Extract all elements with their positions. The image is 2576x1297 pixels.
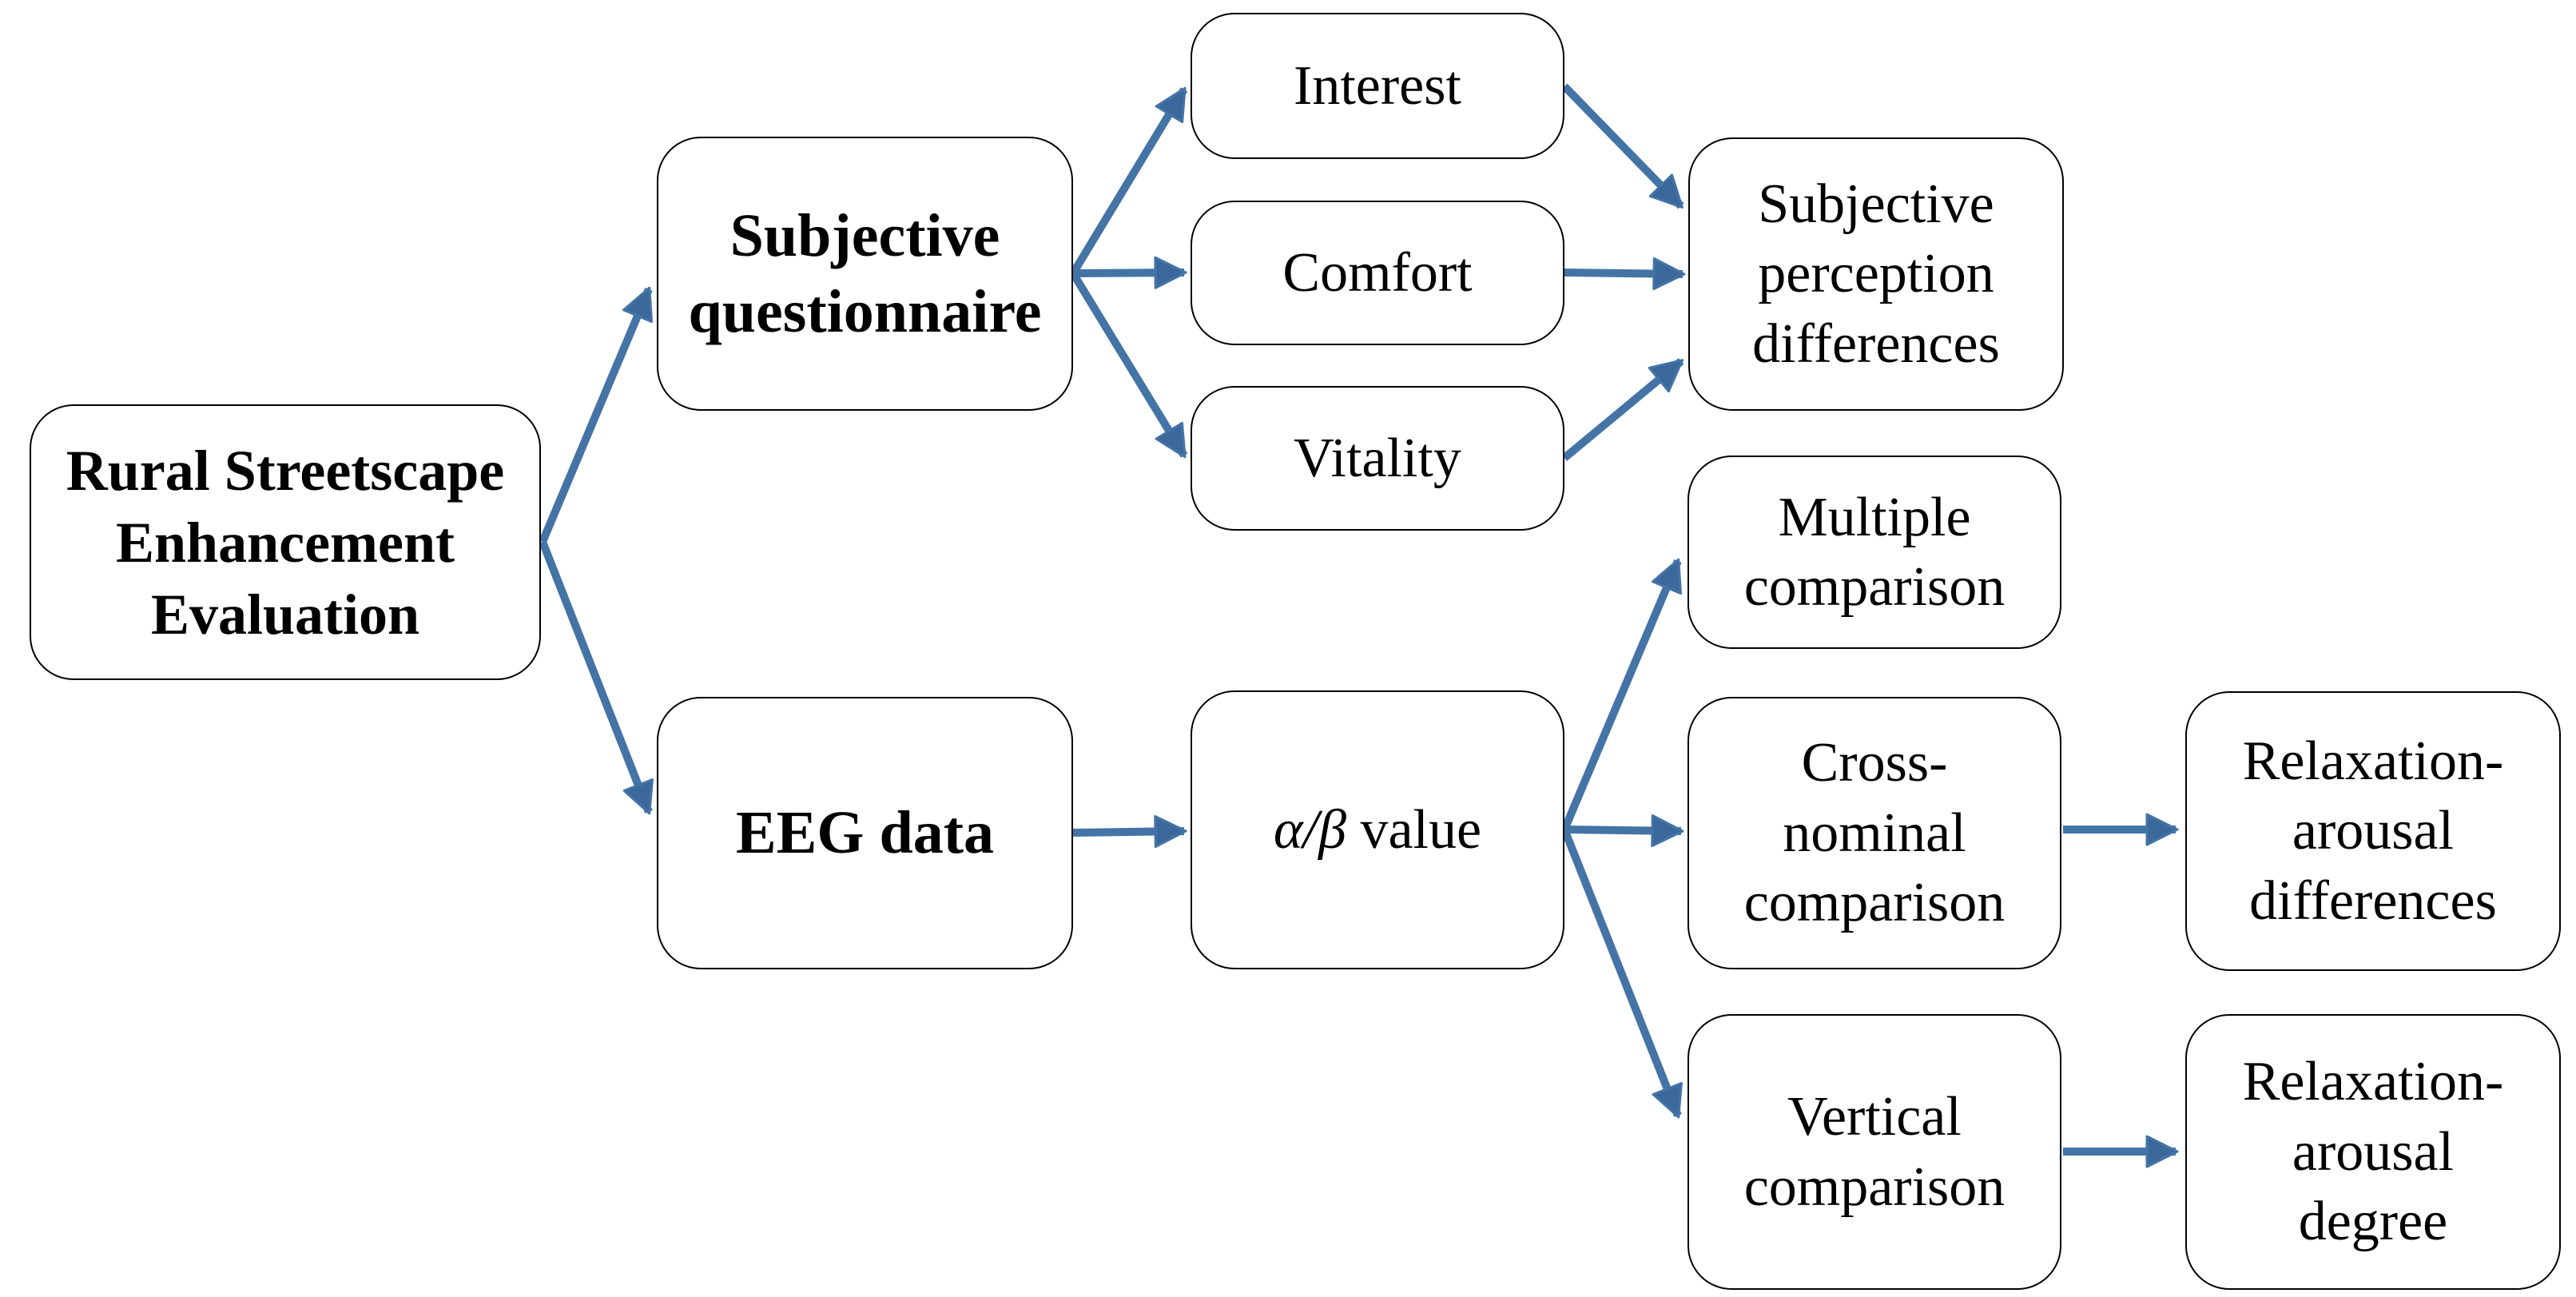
node-alpha-beta-value: α/β value	[1191, 690, 1564, 969]
node-label: EEG data	[735, 799, 995, 866]
node-multiple-comparison: Multiple comparison	[1688, 456, 2061, 649]
value-word: value	[1346, 798, 1482, 861]
node-subjective-questionnaire: Subjective questionnaire	[657, 137, 1073, 411]
node-label: Relaxation- arousal differences	[2242, 730, 2504, 932]
node-vitality: Vitality	[1191, 386, 1564, 531]
node-label: α/β value	[1274, 795, 1481, 865]
node-rural-streetscape-enhancement-evaluation: Rural Streetscape Enhancement Evaluation	[30, 404, 541, 680]
edge-rural-to-subjective-questionnaire	[539, 286, 654, 543]
node-vertical-comparison: Vertical comparison	[1688, 1014, 2061, 1290]
edge-subjective-questionnaire-to-interest	[1069, 86, 1188, 276]
edge-alpha-beta-value-to-vertical-comparison	[1560, 828, 1683, 1119]
edge-subjective-questionnaire-to-vitality	[1069, 271, 1188, 459]
node-label: Rural Streetscape Enhancement Evaluation	[66, 438, 505, 647]
node-label: Multiple comparison	[1743, 486, 2006, 619]
node-label: Subjective perception differences	[1752, 173, 2000, 375]
node-subjective-perception-differences: Subjective perception differences	[1688, 137, 2064, 411]
edge-eeg-data-to-alpha-beta-value	[1072, 815, 1187, 849]
node-label: Cross- nominal comparison	[1743, 732, 2006, 934]
node-label: Interest	[1294, 54, 1461, 117]
edge-comfort-to-subjective-perception-differences	[1564, 257, 1686, 291]
node-label: Vertical comparison	[1743, 1086, 2006, 1218]
edge-alpha-beta-value-to-cross-nominal-comparison	[1564, 814, 1684, 848]
node-relaxation-arousal-differences: Relaxation- arousal differences	[2185, 691, 2561, 971]
node-comfort: Comfort	[1191, 201, 1564, 345]
node-label: Vitality	[1294, 427, 1461, 489]
node-label: Relaxation- arousal degree	[2242, 1051, 2504, 1253]
node-interest: Interest	[1191, 13, 1564, 159]
edge-vitality-to-subjective-perception-differences	[1561, 358, 1684, 461]
edge-alpha-beta-value-to-multiple-comparison	[1560, 558, 1682, 831]
node-relaxation-arousal-degree: Relaxation- arousal degree	[2185, 1014, 2561, 1290]
node-cross-nominal-comparison: Cross- nominal comparison	[1688, 697, 2061, 969]
edge-interest-to-subjective-perception-differences	[1561, 83, 1684, 209]
edge-rural-to-eeg-data	[539, 540, 654, 815]
node-label: Subjective questionnaire	[688, 201, 1042, 345]
alpha-beta-ratio: α/β	[1273, 798, 1346, 861]
node-label: Comfort	[1282, 241, 1473, 304]
node-eeg-data: EEG data	[657, 697, 1073, 969]
